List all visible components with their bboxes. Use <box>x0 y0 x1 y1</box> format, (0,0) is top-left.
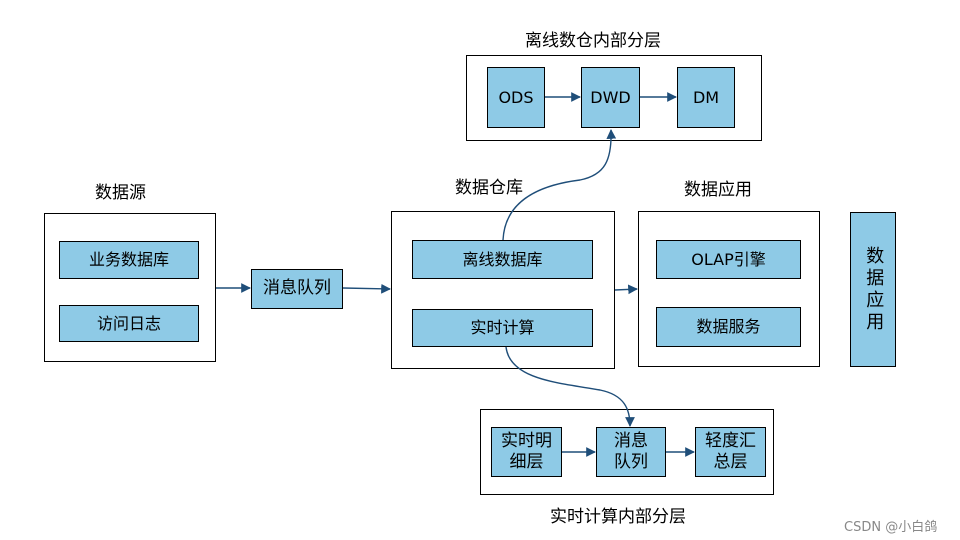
dwd-box: DWD <box>581 67 640 128</box>
ods-box: ODS <box>487 67 545 128</box>
offline-layers-title: 离线数仓内部分层 <box>525 31 661 51</box>
olap-box: OLAP引擎 <box>656 240 801 279</box>
business-db-box: 业务数据库 <box>59 241 199 279</box>
message-queue-box: 消息队列 <box>251 269 343 309</box>
realtime-layers-title: 实时计算内部分层 <box>550 507 686 527</box>
realtime-queue-box: 消息 队列 <box>596 427 666 477</box>
realtime-detail-box: 实时明 细层 <box>491 427 562 477</box>
arrow-queue-warehouse <box>342 283 391 294</box>
access-log-box: 访问日志 <box>59 305 199 342</box>
application-title: 数据应用 <box>684 180 752 200</box>
dm-box: DM <box>677 67 735 128</box>
offline-db-box: 离线数据库 <box>412 240 593 279</box>
source-title: 数据源 <box>95 183 146 203</box>
app-side-box: 数据应用 <box>850 212 896 367</box>
watermark: CSDN @小白鸽 <box>844 520 938 535</box>
realtime-compute-box: 实时计算 <box>412 309 593 347</box>
warehouse-title: 数据仓库 <box>455 178 523 198</box>
arrow-warehouse-application <box>614 284 638 295</box>
realtime-summary-box: 轻度汇 总层 <box>695 427 766 477</box>
data-service-box: 数据服务 <box>656 307 801 347</box>
